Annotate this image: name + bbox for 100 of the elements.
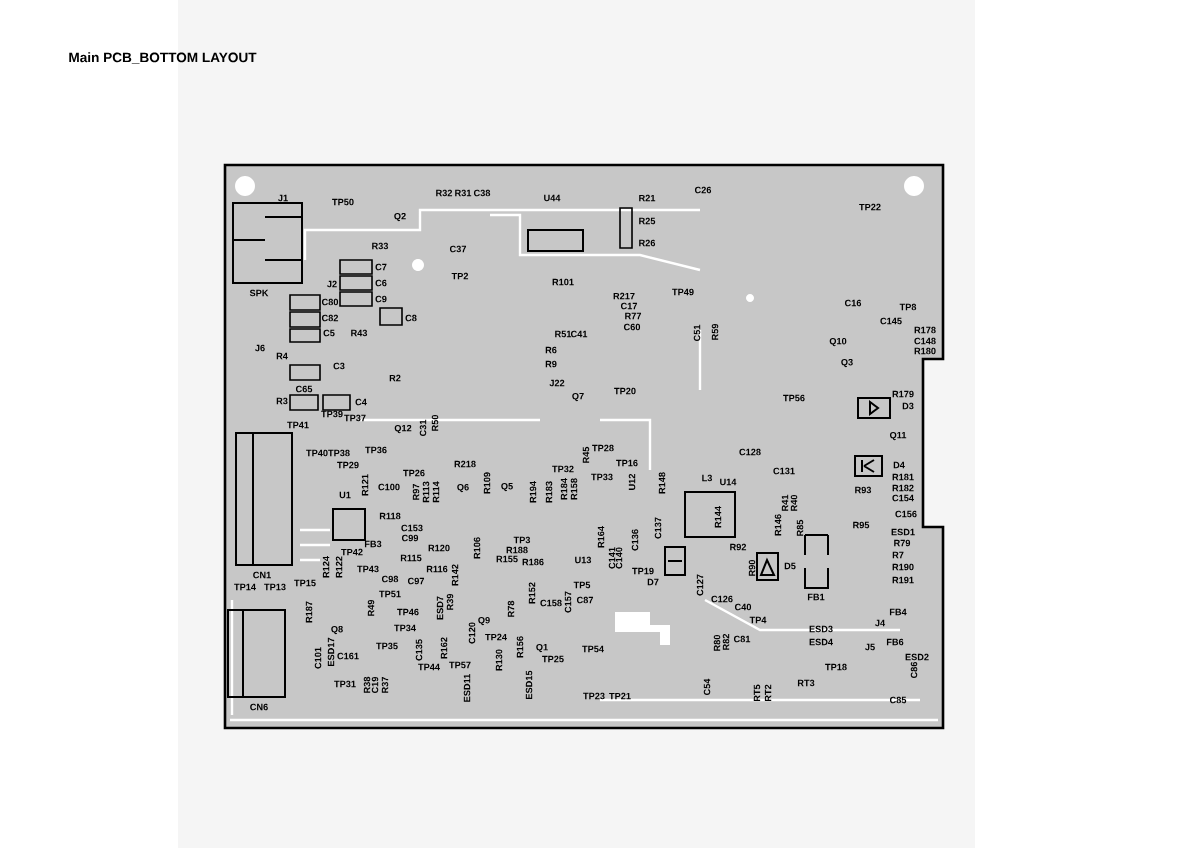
component-label: C86 — [910, 661, 918, 679]
component-label: Q9 — [478, 616, 490, 626]
component-label: TP33 — [591, 473, 613, 481]
component-label: C127 — [696, 574, 704, 596]
component-label: FB3 — [364, 540, 382, 548]
component-label: TP57 — [449, 661, 471, 669]
component-label: TP18 — [825, 663, 847, 671]
component-label: R79 — [894, 539, 911, 547]
component-label: R93 — [855, 486, 872, 494]
component-label: U12 — [628, 473, 636, 490]
component-label: TP32 — [552, 465, 574, 473]
component-label: R179 — [892, 390, 914, 398]
component-label: TP41 — [287, 421, 309, 429]
component-label: Q1 — [536, 643, 548, 653]
component-label: R183 — [545, 481, 553, 503]
component-label: C81 — [733, 635, 751, 643]
component-label: R122 — [335, 556, 343, 578]
component-label: C26 — [694, 186, 712, 194]
component-label: C87 — [576, 596, 594, 604]
component-label: TP28 — [592, 444, 614, 452]
component-label: C136 — [631, 529, 639, 551]
component-label: C148 — [914, 337, 936, 345]
component-label: R9 — [545, 360, 557, 368]
component-label: J1 — [278, 194, 288, 202]
component-label: R32 — [436, 189, 453, 197]
component-label: C41 — [570, 330, 588, 338]
component-label: R144 — [714, 506, 722, 528]
component-label: R38 — [363, 676, 371, 693]
component-label: R41 — [781, 494, 789, 511]
component-label: TP35 — [376, 642, 398, 650]
component-label: D4 — [893, 461, 905, 469]
component-label: RT5 — [753, 684, 761, 702]
component-label: C85 — [889, 696, 907, 704]
component-label: TP44 — [418, 663, 440, 671]
component-label: ESD2 — [905, 653, 929, 661]
component-label: R187 — [305, 601, 313, 623]
component-label: R80 — [713, 634, 721, 651]
component-label: C137 — [654, 517, 662, 539]
component-label: SPK — [249, 289, 269, 297]
component-label: R190 — [892, 563, 914, 571]
component-label: C80 — [321, 298, 339, 306]
component-label: R114 — [432, 481, 440, 503]
component-label: R49 — [367, 599, 375, 616]
component-label: J4 — [875, 619, 886, 627]
component-label: R37 — [381, 677, 389, 693]
component-label: R142 — [451, 564, 459, 586]
component-label: TP56 — [783, 394, 805, 402]
component-label: R109 — [483, 472, 491, 494]
component-label: TP49 — [672, 288, 694, 296]
component-label: R78 — [507, 600, 515, 617]
component-label: C156 — [895, 510, 917, 518]
component-label: R116 — [426, 565, 448, 573]
component-label: R4 — [276, 352, 288, 360]
component-label: R158 — [570, 478, 578, 500]
component-label: Q10 — [829, 337, 847, 347]
component-label: C135 — [415, 639, 423, 661]
component-label: TP2 — [451, 272, 469, 280]
component-label: R3 — [276, 397, 288, 405]
component-label: C153 — [401, 524, 423, 532]
component-label: C120 — [468, 622, 476, 644]
component-label: TP34 — [394, 624, 416, 632]
component-label: J6 — [255, 344, 265, 352]
component-label: TP36 — [365, 446, 387, 454]
component-label: R152 — [528, 582, 536, 604]
component-label: ESD3 — [809, 625, 833, 633]
component-label: C157 — [564, 591, 572, 613]
component-label: C128 — [739, 448, 761, 456]
component-label: CN6 — [250, 703, 268, 711]
component-label: R178 — [914, 326, 936, 334]
component-label: ESD17 — [327, 637, 335, 666]
component-label: R180 — [914, 347, 936, 355]
component-label: R182 — [892, 484, 914, 492]
component-label: C126 — [711, 595, 733, 603]
component-label: R120 — [428, 544, 450, 552]
component-label: R118 — [379, 512, 401, 520]
component-label: C145 — [880, 317, 902, 325]
component-label: C54 — [703, 678, 711, 696]
component-label: C8 — [405, 314, 417, 322]
component-label: TP8 — [899, 303, 917, 311]
component-label: R164 — [597, 526, 605, 548]
component-label: R40 — [790, 494, 798, 511]
component-label: C4 — [355, 398, 367, 406]
component-label: R217 — [613, 292, 635, 300]
component-label: R162 — [440, 637, 448, 659]
component-label: C65 — [295, 385, 313, 393]
component-label: C37 — [449, 245, 467, 253]
component-label: TP40 — [306, 449, 328, 457]
component-label: R51 — [555, 330, 572, 338]
component-label: R26 — [639, 239, 656, 247]
component-label: ESD1 — [891, 528, 915, 536]
component-label: C6 — [375, 279, 387, 287]
component-label: R7 — [892, 551, 904, 559]
component-label: R146 — [774, 514, 782, 536]
component-label: TP50 — [332, 198, 354, 206]
component-label: R191 — [892, 576, 914, 584]
component-label: L3 — [702, 474, 713, 482]
component-label: C98 — [381, 575, 399, 583]
component-label: TP13 — [264, 583, 286, 591]
component-label: TP14 — [234, 583, 256, 591]
component-label: TP38 — [328, 449, 350, 457]
